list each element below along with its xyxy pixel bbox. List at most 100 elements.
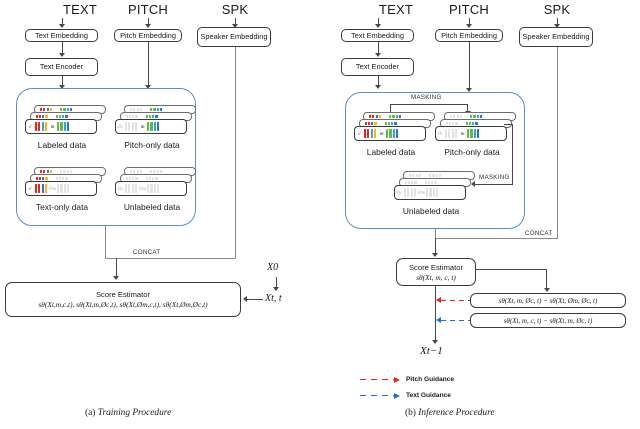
data-stack-unlabeled: Øc Øm xyxy=(394,171,476,203)
card-glyph-right: Øm xyxy=(417,189,426,196)
data-caption-pitch-only: Pitch-only data xyxy=(444,147,500,157)
equation-box-pitch-guidance: sθ(Xt, m, Øc, t) − sθ(Xt, Øm, Øc, t) xyxy=(470,293,626,308)
card-glyph-right: m xyxy=(379,130,384,137)
panel-caption-training: (a) Training Procedure xyxy=(85,408,171,418)
connector-container-down xyxy=(434,229,436,239)
connector-embedding-to-encoder xyxy=(377,42,379,54)
block-score-estimator: Score Estimator sθ(Xt,m,c,t), sθ(Xt,m,Øc… xyxy=(5,282,241,317)
input-label-text: TEXT xyxy=(378,2,414,17)
card-glyph-right: m xyxy=(50,123,55,130)
arrowhead-text-to-embedding xyxy=(375,24,381,28)
input-label-pitch: PITCH xyxy=(449,2,489,17)
connector-text-to-embedding xyxy=(377,18,379,25)
data-stack-unlabeled: Øc Øm xyxy=(115,167,197,199)
data-caption-labeled: Labeled data xyxy=(366,147,416,157)
connector-concat-to-score xyxy=(115,258,117,278)
arrowhead-embedding-to-encoder xyxy=(59,53,65,57)
legend: Pitch Guidance Text Guidance xyxy=(360,376,580,408)
connector-encoder-to-datacontainer xyxy=(377,76,379,87)
data-caption-labeled: Labeled data xyxy=(37,140,87,150)
connector-xt-to-score xyxy=(247,299,263,301)
connector-embedding-to-encoder xyxy=(61,42,63,54)
data-caption-text-only: Text-only data xyxy=(35,202,89,212)
arrowhead-x0-to-xt xyxy=(273,287,279,291)
panel-training-procedure: TEXT PITCH SPK Text Embedding Pitch Embe… xyxy=(5,2,282,418)
card-front-text-only: c Øm xyxy=(25,181,97,196)
block-score-estimator: Score Estimator sθ(Xt, m, c, t) xyxy=(396,258,476,286)
data-caption-unlabeled: Unlabeled data xyxy=(123,202,181,212)
data-stack-pitch-only: Øc m xyxy=(435,112,517,144)
card-glyph-right: Øm xyxy=(48,185,57,192)
card-front-labeled: c m xyxy=(25,119,97,134)
arrowhead-pitchembedding-to-datacontainer xyxy=(145,85,151,89)
connector-concat-to-score xyxy=(434,238,436,255)
connector-masking-right-vert xyxy=(512,124,514,184)
card-glyph-right: m xyxy=(460,130,465,137)
card-glyph-right: Øm xyxy=(138,185,147,192)
connector-spk-to-embedding xyxy=(556,18,558,25)
connector-masking-top-right xyxy=(467,104,469,113)
card-front-pitch-only: Øc m xyxy=(115,119,187,134)
legend-label-pitch-guidance: Pitch Guidance xyxy=(406,376,454,383)
card-glyph-left: c xyxy=(29,185,32,192)
label-output-xt-minus-1: Xt−1 xyxy=(420,345,443,357)
connector-score-to-output xyxy=(434,286,436,342)
block-text-encoder: Text Encoder xyxy=(25,58,98,76)
card-glyph-left: Øc xyxy=(437,130,444,137)
connector-pitchembedding-to-datacontainer xyxy=(468,42,470,90)
connector-spk-to-embedding xyxy=(234,18,236,25)
block-text-embedding: Text Embedding xyxy=(25,29,98,42)
data-stack-labeled: c m xyxy=(354,112,436,144)
card-front-labeled: c m xyxy=(354,126,426,141)
card-glyph-left: Øc xyxy=(117,123,124,130)
input-label-spk: SPK xyxy=(543,2,571,17)
score-estimator-formula: sθ(Xt,m,c,t), sθ(Xt,m,Øc,t), sθ(Xt,Øm,c,… xyxy=(38,300,208,309)
connector-concat-bus xyxy=(434,238,558,239)
card-glyph-left: c xyxy=(29,123,32,130)
caption-text: Training Procedure xyxy=(97,408,172,418)
arrowhead-spk-to-embedding xyxy=(232,24,238,28)
panel-inference-procedure: TEXT PITCH SPK Text Embedding Pitch Embe… xyxy=(320,0,640,429)
data-stack-labeled: c m xyxy=(25,105,107,137)
arrowhead-text-to-embedding xyxy=(59,24,65,28)
input-label-text: TEXT xyxy=(62,2,98,17)
label-masking-top: MASKING xyxy=(411,94,442,101)
connector-masking-top-left xyxy=(390,104,392,114)
legend-label-text-guidance: Text Guidance xyxy=(406,392,451,399)
arrowhead-spk-to-embedding xyxy=(554,24,560,28)
arrowhead-concat-to-score xyxy=(113,276,119,280)
arrowhead-encoder-to-datacontainer xyxy=(375,85,381,89)
arrowhead-encoder-to-datacontainer xyxy=(59,85,65,89)
connector-text-to-embedding xyxy=(61,18,63,25)
connector-score-right xyxy=(476,269,547,271)
label-x0: X0 xyxy=(267,262,279,273)
input-label-pitch: PITCH xyxy=(128,2,168,17)
connector-speaker-to-concat xyxy=(556,47,558,239)
score-estimator-title: Score Estimator xyxy=(408,262,464,272)
data-caption-unlabeled: Unlabeled data xyxy=(402,206,460,216)
data-caption-pitch-only: Pitch-only data xyxy=(124,140,180,150)
caption-text: Inference Procedure xyxy=(418,408,495,418)
arrowhead-pitch-to-embedding xyxy=(145,24,151,28)
label-masking-right: MASKING xyxy=(479,174,510,181)
caption-label: (a) xyxy=(85,408,98,418)
data-stack-text-only: c Øm xyxy=(25,167,107,199)
data-stack-pitch-only: Øc m xyxy=(115,105,197,137)
legend-item-pitch-guidance: Pitch Guidance xyxy=(360,376,454,383)
connector-concat-bus xyxy=(104,258,236,259)
connector-masking-top-bar xyxy=(390,104,468,106)
connector-score-right-down xyxy=(546,269,548,290)
input-label-spk: SPK xyxy=(221,2,249,17)
block-speaker-embedding: Speaker Embedding xyxy=(519,27,593,47)
card-glyph-left: Øc xyxy=(396,189,403,196)
block-speaker-embedding: Speaker Embedding xyxy=(197,27,271,47)
label-concat: CONCAT xyxy=(525,230,553,237)
arrowhead-masking-right xyxy=(471,181,475,187)
caption-label: (b) xyxy=(405,408,419,418)
connector-encoder-to-datacontainer xyxy=(61,76,63,87)
connector-container-down xyxy=(104,226,106,259)
connector-speaker-to-concat xyxy=(234,47,236,259)
block-pitch-embedding: Pitch Embedding xyxy=(435,29,503,42)
score-estimator-title: Score Estimator xyxy=(95,290,151,299)
